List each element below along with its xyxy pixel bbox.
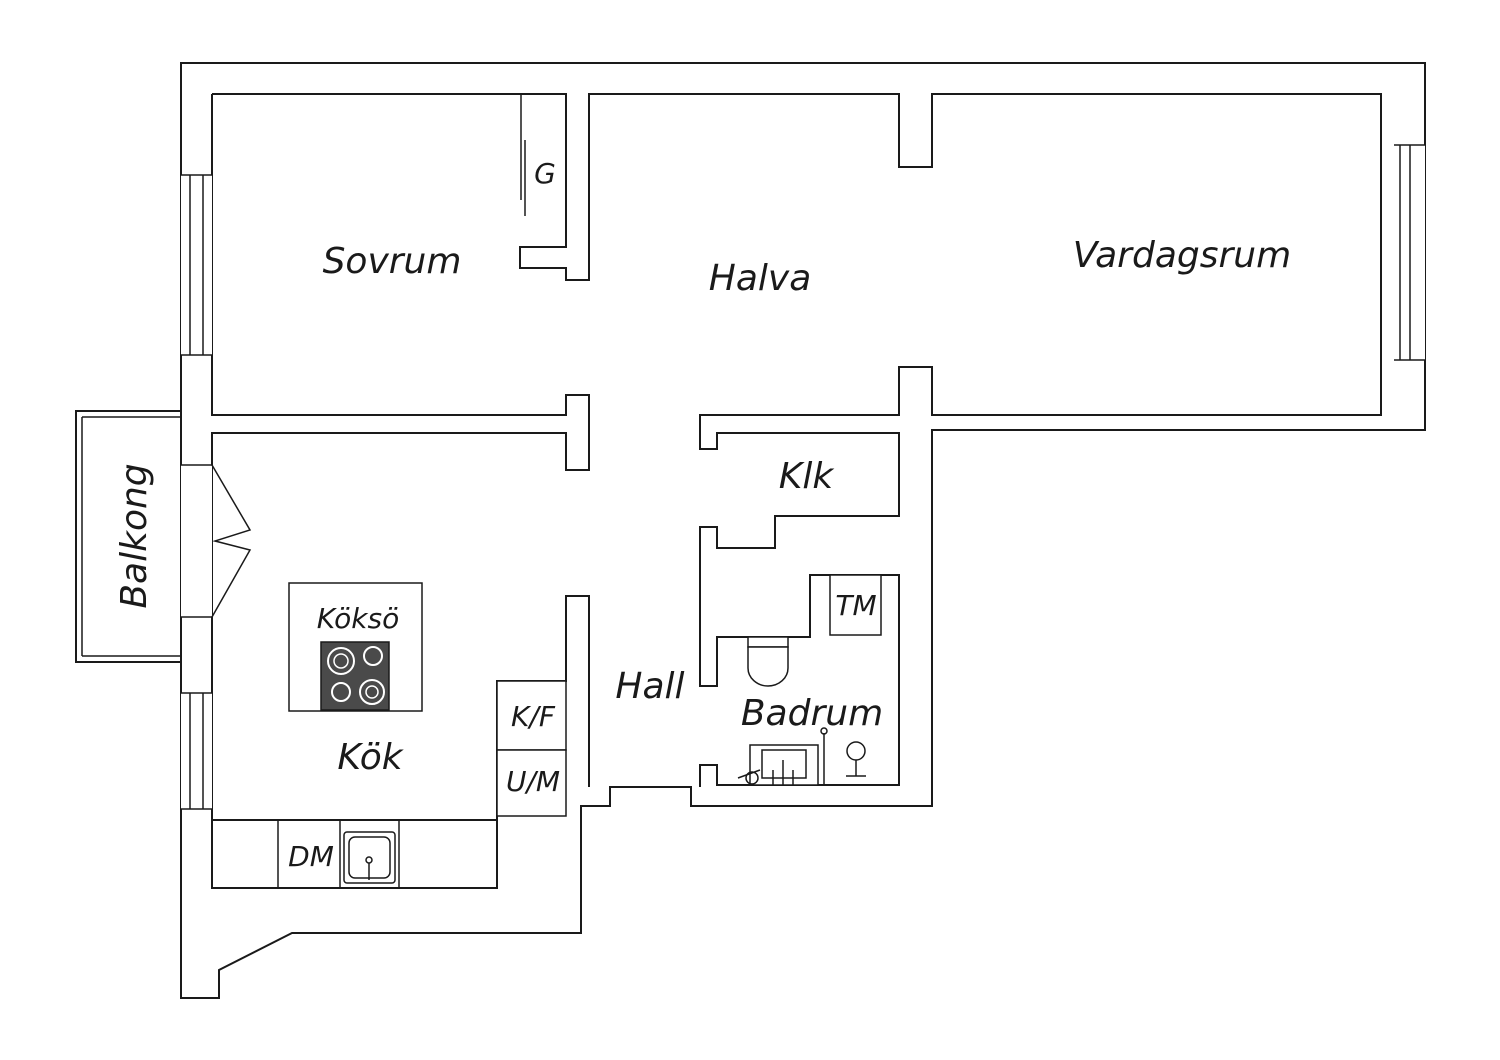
tumble-dryer [829,574,882,636]
washbasin [749,744,819,786]
cooktop [320,641,390,711]
room-label-hall: Hall [615,666,684,707]
label-garderob: G [534,157,556,190]
label-torktumlare: TM [835,589,876,622]
window-vardagsrum [1394,144,1425,361]
outer-wall [180,62,1426,999]
room-label-vardagsrum: Vardagsrum [1073,235,1291,276]
label-koksoe: Köksö [317,602,399,635]
window-kok [181,692,212,810]
kitchen-sink [343,831,396,884]
room-label-badrum: Badrum [741,693,883,734]
balcony-door [181,464,252,618]
room-label-klk: Klk [779,456,836,497]
label-kyl-frys: K/F [511,700,556,733]
room-label-balkong: Balkong [114,463,155,608]
label-ugn-micro: U/M [506,765,560,798]
room-label-kok: Kök [337,737,404,778]
label-diskmaskin: DM [288,840,334,873]
shower [820,727,866,786]
room-label-sovrum: Sovrum [323,241,462,282]
room-label-halva: Halva [709,258,812,299]
bath-mixer [737,769,761,785]
oven-micro-unit [496,749,567,817]
wardrobe-door [520,94,526,216]
kitchen-counter [211,820,498,889]
sovrum-bottom-wall [211,94,590,821]
kitchen-island [288,582,423,712]
sovrum-wall [212,93,1382,787]
window-sovrum [181,174,212,356]
toilet [747,636,789,687]
